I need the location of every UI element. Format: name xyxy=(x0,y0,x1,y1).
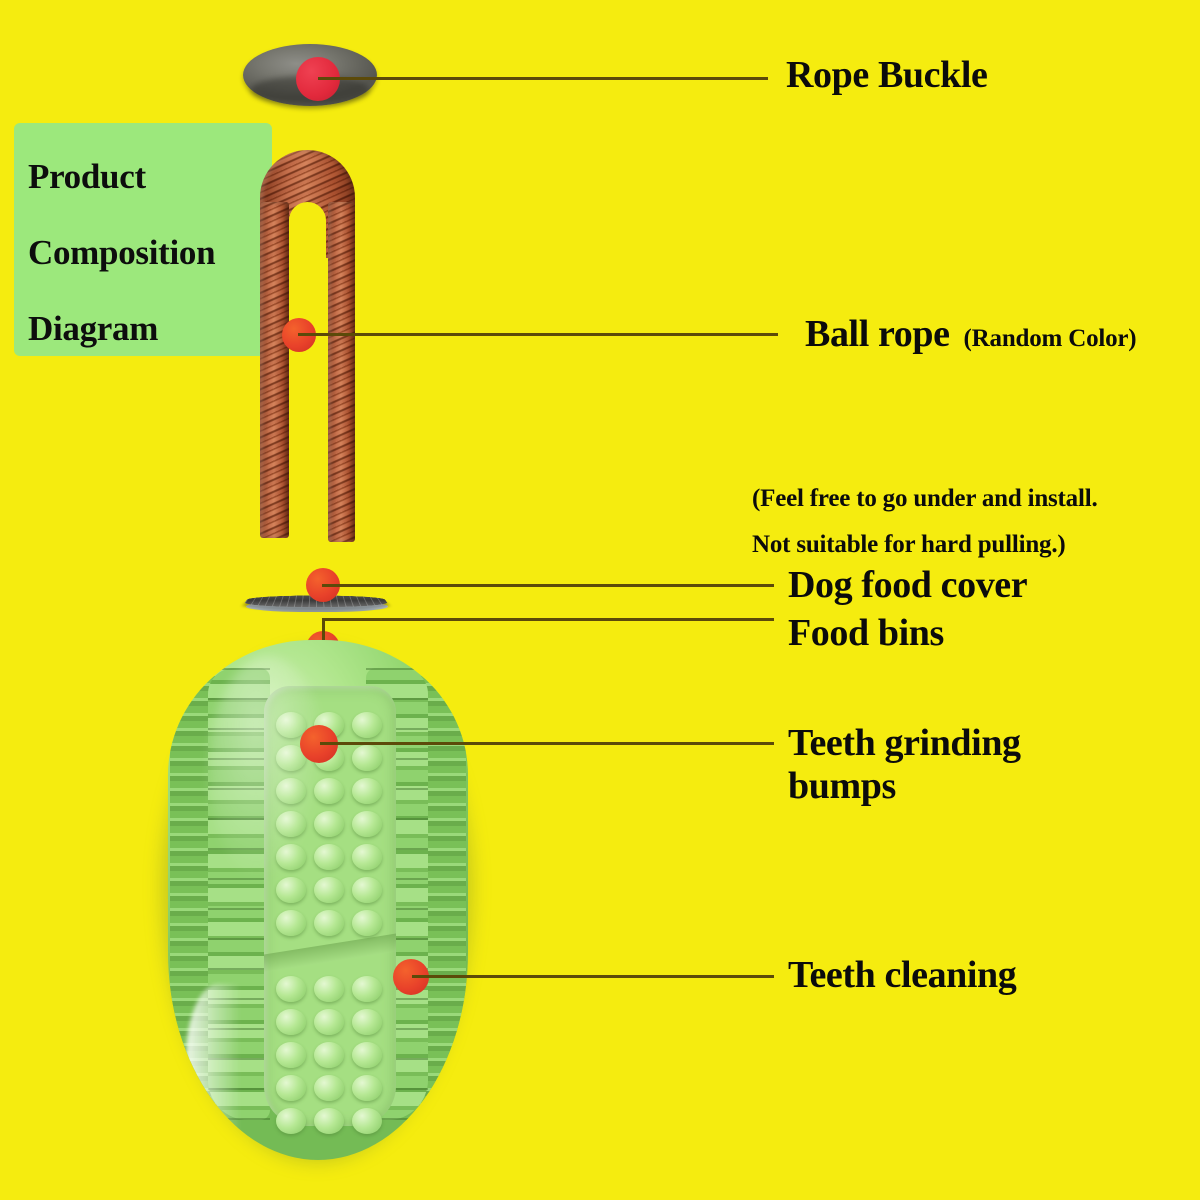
label-teeth-cleaning: Teeth cleaning xyxy=(788,954,1017,996)
grinding-bump xyxy=(352,844,382,870)
grinding-bump xyxy=(314,1075,344,1101)
grinding-bump xyxy=(276,712,306,738)
grinding-bump xyxy=(352,811,382,837)
grinding-bump xyxy=(352,712,382,738)
grinding-bump xyxy=(276,1009,306,1035)
grinding-bump xyxy=(352,745,382,771)
grinding-bump xyxy=(276,1042,306,1068)
toy-edge-highlight xyxy=(186,984,250,1134)
grinding-bump xyxy=(352,778,382,804)
leader-line-rope-buckle xyxy=(318,77,768,80)
dog-toy-ball xyxy=(152,640,482,1165)
label-teeth-grinding-bumps: Teeth grinding bumps xyxy=(788,722,1021,808)
grinding-bump xyxy=(314,811,344,837)
bump-grid-bottom xyxy=(276,976,384,1134)
label-food-bins: Food bins xyxy=(788,612,944,654)
grinding-bump xyxy=(352,1009,382,1035)
installation-note-line-2: Not suitable for hard pulling.) xyxy=(752,531,1066,559)
toy-body xyxy=(168,640,468,1160)
grinding-bump xyxy=(352,910,382,936)
grinding-bump xyxy=(314,778,344,804)
grinding-bump xyxy=(314,877,344,903)
bump-grid-top xyxy=(276,712,384,936)
grinding-bump xyxy=(276,1108,306,1134)
grinding-bump xyxy=(276,1075,306,1101)
grinding-bump xyxy=(314,910,344,936)
label-teeth-grinding-line-2: bumps xyxy=(788,764,896,807)
grinding-bump xyxy=(276,877,306,903)
title-line-2: Composition xyxy=(28,233,216,272)
leader-line-dog-food-cover xyxy=(322,584,774,587)
leader-line-ball-rope xyxy=(298,333,778,336)
rope-strand-left xyxy=(260,202,289,538)
rope-strand-right xyxy=(328,202,355,542)
label-teeth-grinding-line-1: Teeth grinding xyxy=(788,722,1021,764)
leader-line-teeth-grinding xyxy=(320,742,774,745)
leader-line-teeth-cleaning xyxy=(412,975,774,978)
grinding-bump xyxy=(352,1042,382,1068)
leader-line-food-bins-vertical xyxy=(322,618,325,646)
grinding-bump xyxy=(314,844,344,870)
label-ball-rope: Ball rope (Random Color) xyxy=(805,313,1137,356)
toy-highlight xyxy=(208,656,328,886)
grinding-bump xyxy=(276,976,306,1002)
grinding-bump xyxy=(314,1009,344,1035)
leader-line-food-bins xyxy=(322,618,774,621)
title-line-1: Product xyxy=(28,157,146,196)
grinding-bump xyxy=(276,811,306,837)
installation-note: (Feel free to go under and install. Not … xyxy=(752,476,1098,569)
grinding-bump xyxy=(352,877,382,903)
installation-note-line-1: (Feel free to go under and install. xyxy=(752,485,1098,512)
label-ball-rope-suffix: (Random Color) xyxy=(963,325,1137,352)
label-dog-food-cover: Dog food cover xyxy=(788,564,1028,606)
grinding-bump xyxy=(352,1108,382,1134)
grinding-bump xyxy=(276,910,306,936)
center-panel-split xyxy=(264,933,396,973)
title-card: Product Composition Diagram xyxy=(14,123,272,356)
grinding-bump xyxy=(314,1108,344,1134)
label-ball-rope-text: Ball rope xyxy=(805,313,950,355)
grinding-bump xyxy=(276,778,306,804)
ball-rope-part xyxy=(258,150,388,545)
grinding-bump xyxy=(352,976,382,1002)
grinding-bump xyxy=(314,976,344,1002)
title-line-3: Diagram xyxy=(28,309,159,348)
grinding-bump xyxy=(314,1042,344,1068)
grinding-bump xyxy=(352,1075,382,1101)
label-rope-buckle: Rope Buckle xyxy=(786,54,988,96)
grinding-bump xyxy=(276,844,306,870)
